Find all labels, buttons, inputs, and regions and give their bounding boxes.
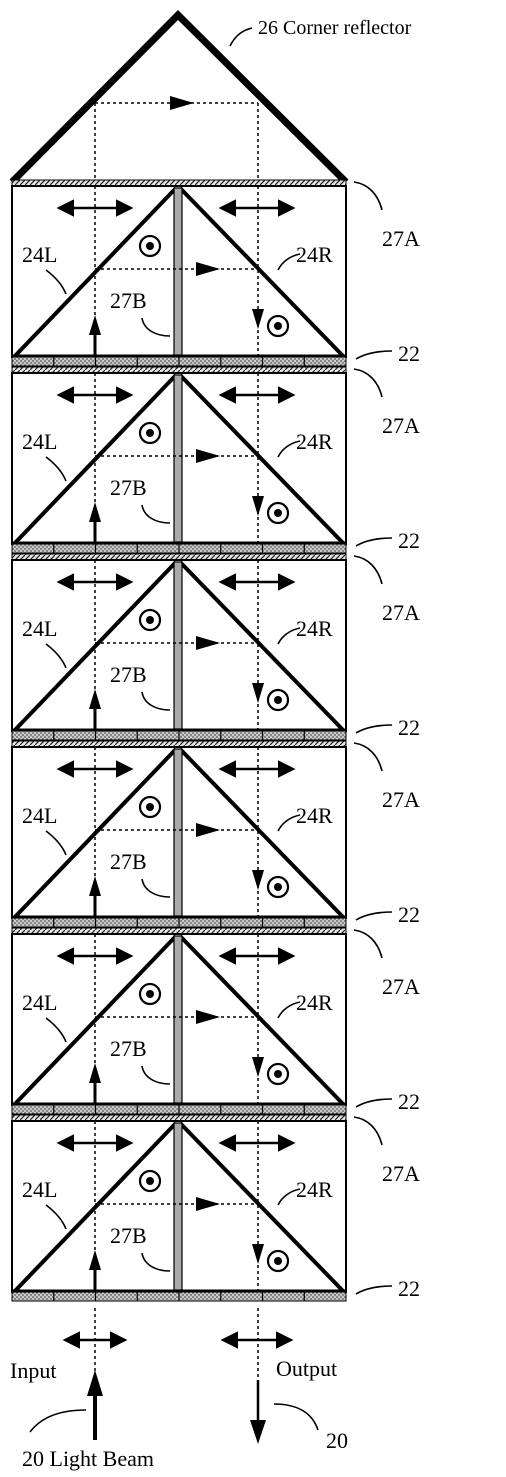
left-mirror-label: 24L: [22, 803, 57, 828]
left-mirror-label: 24L: [22, 990, 57, 1015]
stage-6: 24L 24R 27B: [11, 1114, 347, 1302]
plate-27b-label: 27B: [110, 288, 147, 313]
plate-27b-label: 27B: [110, 849, 147, 874]
plate-27a-label: 27A: [382, 1161, 420, 1186]
output-label: Output: [276, 1356, 337, 1381]
input-label: Input: [10, 1358, 56, 1383]
left-mirror-label: 24L: [22, 242, 57, 267]
left-mirror-label: 24L: [22, 429, 57, 454]
plate-27b: [173, 187, 183, 356]
side-labels: 27A 22 27A 22 27A 22 27A 22 27A 22 27A 22: [353, 181, 420, 1301]
separator-label: 22: [398, 341, 420, 366]
left-mirror-label: 24L: [22, 1177, 57, 1202]
left-mirror-label: 24L: [22, 616, 57, 641]
stage-5: 24L 24R 27B: [11, 927, 347, 1115]
plate-27b-label: 27B: [110, 475, 147, 500]
plate-27b-label: 27B: [110, 662, 147, 687]
separator-label: 22: [398, 528, 420, 553]
light-beam-label: 20 Light Beam: [22, 1446, 154, 1471]
right-mirror-label: 24R: [296, 429, 333, 454]
stage-4: 24L 24R 27B: [11, 740, 347, 928]
plate-27b: [173, 561, 183, 730]
plate-27b-label: 27B: [110, 1223, 147, 1248]
plate-27b: [173, 374, 183, 543]
plate-27b: [173, 1122, 183, 1291]
corner-reflector-label-group: 26 Corner reflector: [229, 17, 412, 47]
plate-27b: [173, 748, 183, 917]
right-mirror-label: 24R: [296, 242, 333, 267]
plate-27b-label: 27B: [110, 1036, 147, 1061]
plate-27b: [173, 935, 183, 1104]
plate-27a-label: 27A: [382, 413, 420, 438]
separator-label: 22: [398, 1276, 420, 1301]
stage-2: 24L 24R 27B: [11, 366, 347, 554]
stage-1: 24L 24R 27B: [11, 179, 347, 367]
right-mirror-label: 24R: [296, 990, 333, 1015]
separator-label: 22: [398, 715, 420, 740]
separator-label: 22: [398, 1089, 420, 1114]
output-ref-label: 20: [326, 1428, 348, 1453]
plate-27a-label: 27A: [382, 226, 420, 251]
plate-27a-label: 27A: [382, 787, 420, 812]
right-mirror-label: 24R: [296, 803, 333, 828]
plate-27a-label: 27A: [382, 974, 420, 999]
io-section: Input Output 20 Light Beam 20: [10, 1308, 348, 1471]
stage-3: 24L 24R 27B: [11, 553, 347, 741]
separator-label: 22: [398, 902, 420, 927]
corner-reflector: [9, 10, 349, 185]
right-mirror-label: 24R: [296, 616, 333, 641]
plate-27a-label: 27A: [382, 600, 420, 625]
right-mirror-label: 24R: [296, 1177, 333, 1202]
corner-reflector-label: 26 Corner reflector: [258, 17, 412, 39]
